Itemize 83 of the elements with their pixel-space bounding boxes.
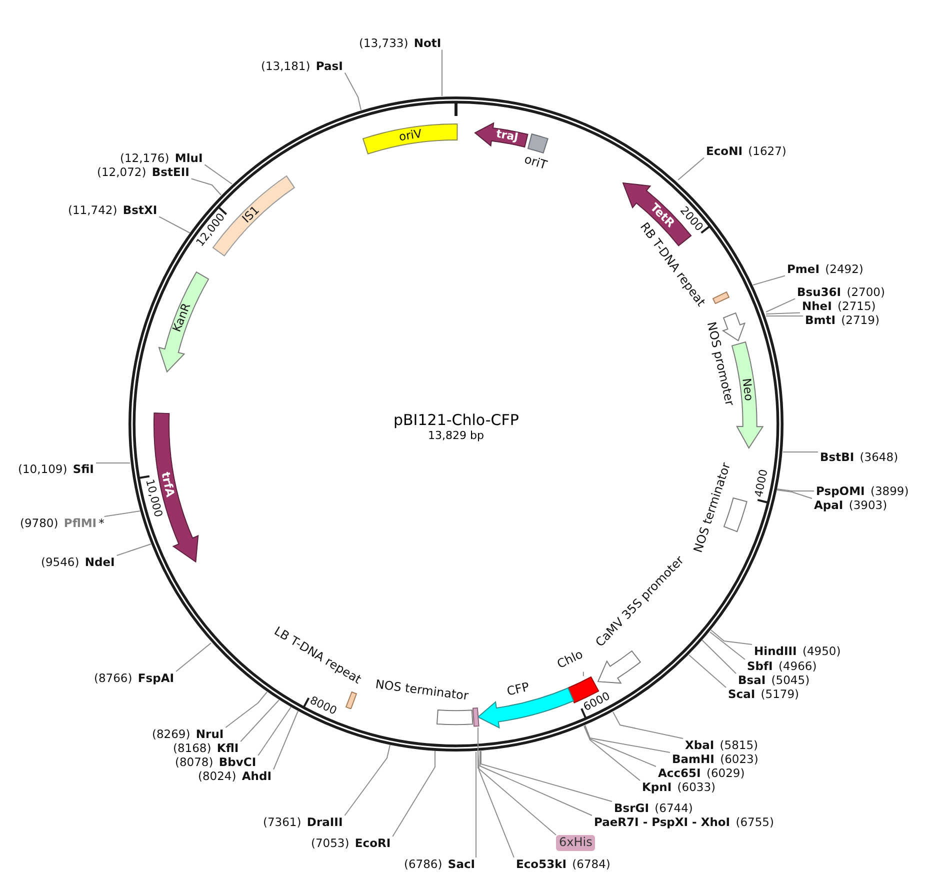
site-label: (9780) PflMI* (20, 516, 104, 530)
site-label: BsrGI (6744) (612, 802, 693, 815)
leader-line (158, 216, 190, 234)
leader-line (176, 642, 212, 672)
site-label: NheI (2715) (800, 300, 876, 313)
site-label: (8269) NruI (152, 728, 226, 741)
site-label: XbaI (5815) (683, 738, 758, 752)
feature-tag: 6xHis (556, 835, 596, 851)
leader-line (204, 164, 232, 184)
feature-label: KanR (170, 301, 194, 334)
leader-line (688, 654, 726, 688)
site-label: (13,181) PasI (261, 60, 345, 73)
leader-line (273, 710, 298, 770)
leader-line (584, 724, 670, 753)
site-label: KpnI (6033) (640, 780, 716, 794)
feature-label: Neo (740, 378, 756, 402)
feature-label: IS1 (240, 203, 262, 226)
site-label: (8078) BbvCI (175, 756, 258, 769)
site-label: (9546) NdeI (41, 556, 117, 569)
leader-line (190, 178, 222, 196)
site-label: ScaI (5179) (726, 688, 800, 701)
site-label: PspOMI (3899) (814, 484, 909, 498)
leader-line (478, 750, 514, 858)
plasmid-name: pBI121-Chlo-CFP (394, 412, 519, 429)
site-label: (6786) SacI (404, 858, 478, 871)
feature-label: NOS terminator (374, 678, 469, 704)
leader-line (104, 510, 140, 517)
site-label: (12,176) MluI (120, 152, 205, 165)
site-label: ApaI (3903) (812, 498, 888, 512)
site-label: (10,109) SfiI (18, 462, 96, 476)
leader-line (344, 72, 362, 110)
leader-line (116, 544, 152, 556)
leader-line (584, 726, 640, 781)
leader-line (240, 700, 280, 742)
feature-label: traJ (494, 128, 519, 145)
leader-line (392, 750, 436, 837)
site-label: (13,733) NotI (359, 36, 444, 50)
site-label: (7361) DraIII (263, 816, 345, 829)
scale-label: 6000 (582, 690, 613, 714)
leader-line (710, 630, 752, 645)
site-label: (8024) AhdI (198, 770, 274, 783)
site-label: PmeI (2492) (785, 262, 864, 276)
leader-line (678, 157, 704, 180)
scale-label: 4000 (753, 468, 772, 498)
leader-line (258, 706, 292, 756)
feature-label: oriT (522, 152, 548, 173)
leader-line (582, 671, 584, 677)
site-label: BmtI (2719) (803, 314, 880, 327)
site-label: PaeR7I - PspXI - XhoI (6755) (592, 816, 774, 829)
leader-line (478, 726, 556, 836)
leader-line (710, 632, 746, 660)
leader-line (776, 488, 814, 492)
feature-label: CFP (506, 680, 532, 699)
scale-label: 8000 (308, 694, 339, 718)
site-label: (8168) KflI (173, 742, 241, 755)
leader-line (95, 462, 130, 464)
feature-label: Chlo (554, 648, 585, 672)
site-label: BstBI (3648) (818, 450, 898, 464)
leader-line (766, 312, 800, 314)
leader-line (584, 726, 656, 767)
plasmid-size: 13,829 bp (428, 430, 484, 442)
site-label: BamHI (6023) (670, 752, 758, 766)
site-label: (7053) EcoRI (311, 836, 393, 850)
leader-line (344, 744, 390, 816)
leader-line (612, 712, 684, 739)
leader-line (776, 490, 812, 499)
site-label: (12,072) BstEII (97, 166, 192, 179)
site-label: Acc65I (6029) (656, 766, 745, 780)
leader-line (480, 750, 592, 816)
site-label: Bsu36I (2700) (795, 286, 885, 299)
site-label: HindIII (4950) (752, 644, 841, 658)
leader-line (702, 640, 736, 674)
site-label: BsaI (5045) (736, 674, 810, 687)
site-label: SbfI (4966) (745, 660, 817, 673)
site-label: Eco53kI (6784) (514, 858, 610, 871)
leader-line (752, 275, 786, 286)
leader-line (766, 298, 796, 312)
leader-line (225, 692, 268, 728)
leader-line (480, 750, 612, 802)
feature-label: oriV (398, 127, 424, 144)
site-label: (8766) FspAI (94, 672, 176, 685)
site-label: EcoNI (1627) (704, 144, 786, 158)
site-label: (11,742) BstXI (68, 204, 160, 217)
